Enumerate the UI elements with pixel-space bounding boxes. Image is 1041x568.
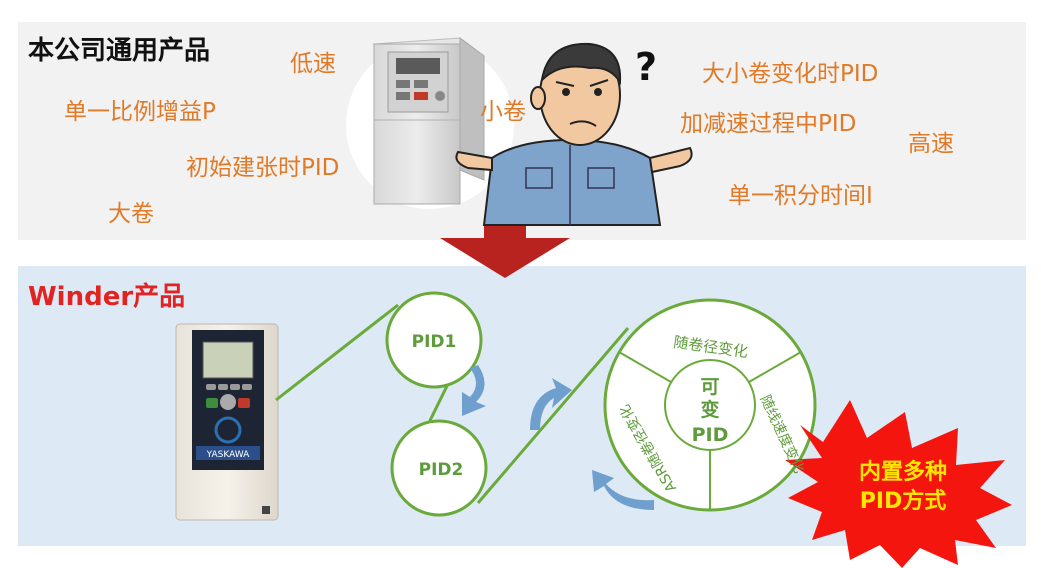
- pid2-label: PID2: [419, 460, 464, 480]
- curved-arrow-pid1: [462, 365, 486, 416]
- question-mark-icon: ?: [635, 45, 657, 89]
- pid1-roller: [385, 291, 483, 389]
- confused-worker-illustration: [455, 42, 693, 226]
- yaskawa-inverter-image: YASKAWA: [175, 323, 279, 521]
- winder-product-heading: Winder产品: [28, 282, 186, 312]
- wheel-center-line2: 变: [700, 398, 719, 421]
- generic-inverter-image: [372, 37, 486, 205]
- keyword-single-i: 单一积分时间I: [728, 183, 873, 209]
- keyword-accel-decel: 加减速过程中PID: [680, 111, 857, 137]
- keyword-roll-change: 大小卷变化时PID: [702, 61, 879, 87]
- pid2-roller: [390, 419, 488, 517]
- keyword-small-roll: 小卷: [480, 99, 526, 125]
- keyword-high-speed: 高速: [908, 131, 954, 157]
- keyword-single-p: 单一比例增益P: [64, 99, 216, 125]
- burst-line2: PID方式: [860, 488, 947, 514]
- device-brand-label: YASKAWA: [206, 450, 250, 460]
- curved-arrow-wheel: [592, 470, 654, 510]
- pid1-label: PID1: [412, 332, 457, 352]
- keyword-initial-tension: 初始建张时PID: [186, 155, 340, 181]
- feature-burst: [785, 400, 1012, 568]
- burst-line1: 内置多种: [859, 459, 947, 485]
- wheel-center-line1: 可: [700, 376, 719, 398]
- variable-pid-wheel: [603, 298, 817, 512]
- transition-down-arrow: [440, 226, 570, 278]
- curved-arrow-pid2: [530, 378, 572, 430]
- keyword-low-speed: 低速: [290, 51, 336, 77]
- curved-arrows: [462, 365, 654, 510]
- keyword-large-roll: 大卷: [108, 201, 154, 227]
- generic-product-heading: 本公司通用产品: [28, 36, 211, 66]
- wheel-center-line3: PID: [692, 424, 729, 446]
